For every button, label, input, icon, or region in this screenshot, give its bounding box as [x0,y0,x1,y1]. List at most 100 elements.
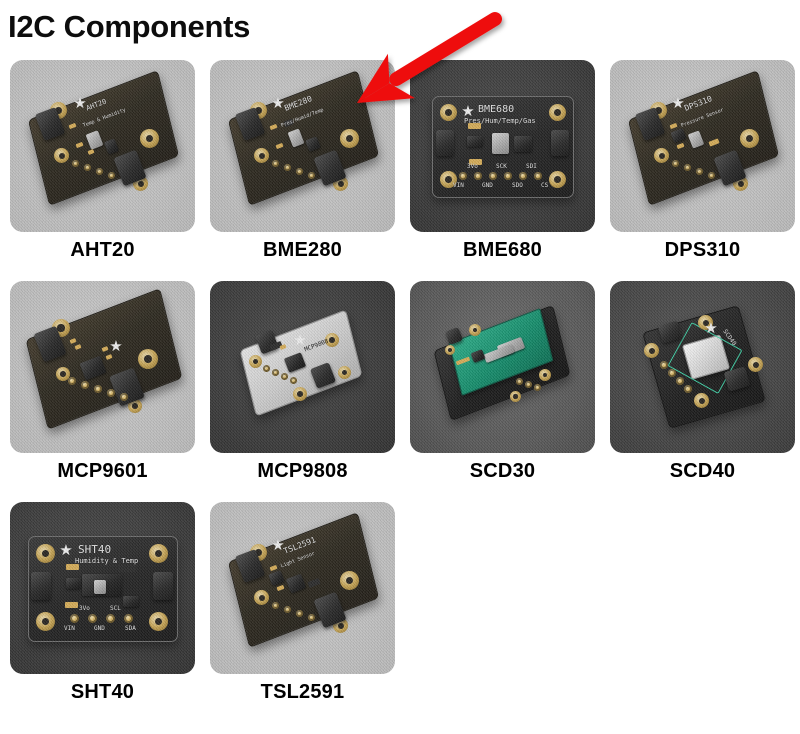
pin-pad [708,172,715,179]
component-thumbnail-aht20[interactable]: AHT20 Temp & Humidity [10,60,195,232]
sensor-die [94,580,106,594]
pin-pad [284,606,291,613]
silkscreen-pin-vin: VIN [64,625,75,632]
component-thumbnail-scd40[interactable]: SCD40 [610,281,795,453]
grid-item-aht20[interactable]: AHT20 Temp & Humidity AHT20 [10,60,195,268]
grid-item-scd40[interactable]: SCD40 SCD40 [610,281,795,489]
smd-part [468,123,481,129]
grid-item-sht40[interactable]: SHT40 Humidity & Temp 3Vo SCL VIN GND SD… [10,502,195,710]
mounting-hole [539,369,551,381]
silkscreen-pin-3vo: 3Vo [79,605,90,612]
mounting-hole [694,393,709,408]
pin-pad [534,384,541,391]
component-label-tsl2591: TSL2591 [260,681,345,703]
pcb-illustration: BME680 Pres/Hum/Temp/Gas 3Vo SCK SDI VIN… [410,60,595,232]
mounting-hole [510,391,521,402]
silkscreen-pin-sdo: SDO [512,182,523,189]
mounting-hole [140,129,159,148]
pin-pad [281,373,288,380]
mounting-hole [56,367,70,381]
mounting-hole [748,357,763,372]
mounting-hole [138,349,158,369]
mounting-hole [440,171,457,188]
component-thumbnail-sht40[interactable]: SHT40 Humidity & Temp 3Vo SCL VIN GND SD… [10,502,195,674]
silkscreen-pin-gnd: GND [94,625,105,632]
pin-pad [272,369,279,376]
pin-pad [263,365,270,372]
silkscreen-pin-sck: SCK [496,163,507,170]
grid-item-mcp9808[interactable]: MCP9808 MCP9808 [210,281,395,489]
silkscreen-pin-vin: VIN [453,182,464,189]
pin-pad [308,172,315,179]
component-label-scd30: SCD30 [469,460,536,482]
mounting-hole [340,571,359,590]
component-thumbnail-tsl2591[interactable]: TSL2591 Light Sensor [210,502,395,674]
mounting-hole [54,148,69,163]
component-label-sht40: SHT40 [70,681,135,703]
pin-pad [108,172,115,179]
smd-part [65,602,78,608]
pcb-illustration [10,281,195,453]
pin-pad [684,385,692,393]
grid-item-mcp9601[interactable]: MCP9601 [10,281,195,489]
pin-pad [290,377,297,384]
grid-item-scd30[interactable]: SCD30 [410,281,595,489]
pin-pad [124,614,133,623]
mounting-hole [149,612,168,631]
silkscreen-name: SHT40 [78,543,112,556]
mounting-hole [249,355,262,368]
stemma-connector [31,572,51,600]
grid-item-tsl2591[interactable]: TSL2591 Light Sensor TSL2591 [210,502,395,710]
silkscreen-pin-scl: SCL [110,605,121,612]
pin-pad [70,614,79,623]
pin-pad [534,172,542,180]
sensor-chip [492,133,509,154]
pin-pad [272,160,279,167]
smd-part [519,122,537,130]
component-thumbnail-scd30[interactable] [410,281,595,453]
mounting-hole [338,366,351,379]
pin-pad [525,381,532,388]
mounting-hole [440,104,457,121]
component-thumbnail-bme280[interactable]: BME280 Pres/Humid/Temp [210,60,395,232]
component-label-mcp9808: MCP9808 [257,460,348,482]
component-label-bme680: BME680 [462,239,542,261]
mounting-hole [36,612,55,631]
component-thumbnail-mcp9808[interactable]: MCP9808 [210,281,395,453]
silkscreen-name: BME680 [478,104,515,115]
component-grid: AHT20 Temp & Humidity AHT20 [10,60,796,710]
component-label-mcp9601: MCP9601 [57,460,148,482]
smd-part [118,564,136,572]
mounting-hole [469,324,481,336]
grid-item-bme280[interactable]: BME280 Pres/Humid/Temp BME280 [210,60,395,268]
mounting-hole [325,333,339,347]
pcb-illustration: MCP9808 [210,281,395,453]
pcb-illustration: TSL2591 Light Sensor [210,502,395,674]
component-thumbnail-bme680[interactable]: BME680 Pres/Hum/Temp/Gas 3Vo SCK SDI VIN… [410,60,595,232]
component-label-bme280: BME280 [262,239,342,261]
pcb-illustration: SCD40 [610,281,795,453]
silkscreen-pin-3vo: 3Vo [467,163,478,170]
silkscreen-pin-sda: SDA [125,625,136,632]
pin-pad [88,614,97,623]
pin-pad [107,389,115,397]
pin-pad [489,172,497,180]
stemma-connector [153,572,173,600]
stemma-connector [436,130,454,156]
pin-pad [94,385,102,393]
pin-pad [684,164,691,171]
mounting-hole [740,129,759,148]
grid-item-dps310[interactable]: DPS310 Pressure Sensor DPS310 [610,60,795,268]
pin-pad [308,614,315,621]
pin-pad [676,377,684,385]
pin-pad [120,393,128,401]
pin-pad [459,172,467,180]
smd-part [469,159,482,165]
silkscreen-subtitle: Humidity & Temp [75,557,139,565]
component-thumbnail-mcp9601[interactable] [10,281,195,453]
grid-item-bme680[interactable]: BME680 Pres/Hum/Temp/Gas 3Vo SCK SDI VIN… [410,60,595,268]
component-label-dps310: DPS310 [664,239,741,261]
pin-pad [284,164,291,171]
pin-pad [106,614,115,623]
component-thumbnail-dps310[interactable]: DPS310 Pressure Sensor [610,60,795,232]
